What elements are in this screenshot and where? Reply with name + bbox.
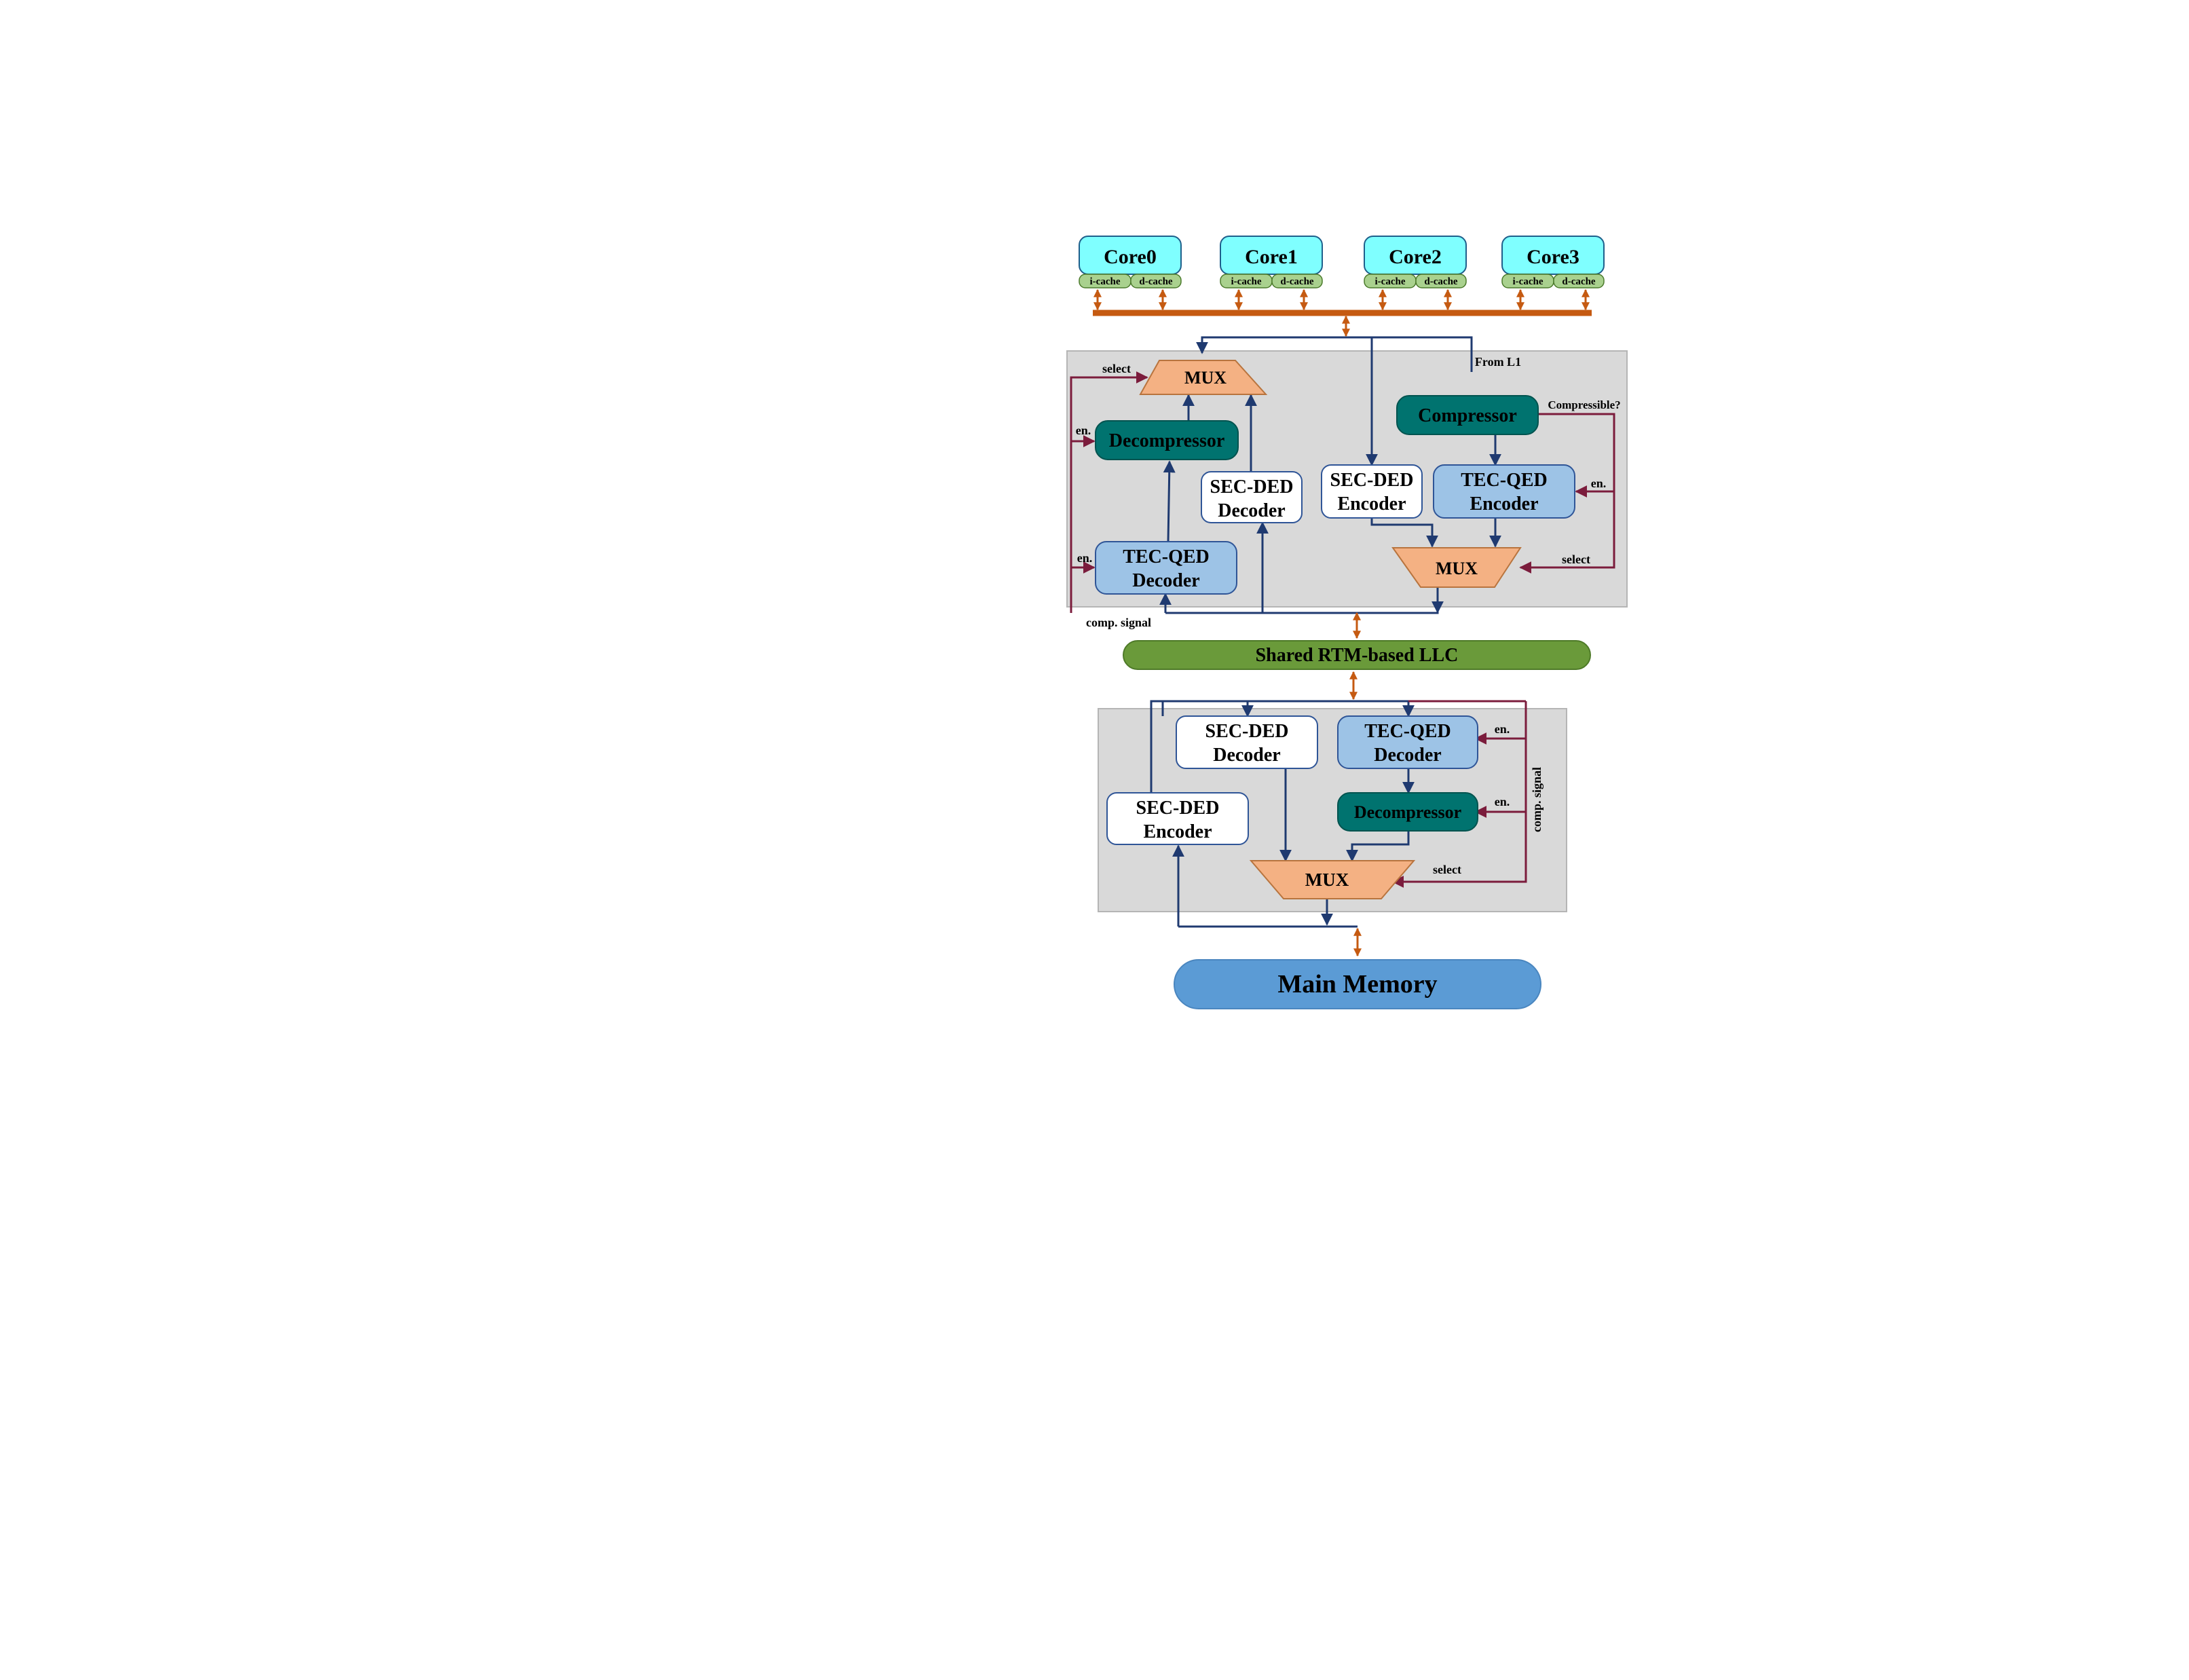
core-3-label: Core3	[1527, 246, 1579, 268]
lower-sec-ded-decoder-line1: SEC-DED	[1205, 721, 1289, 742]
core-3: Core3 i-cache d-cache	[1501, 236, 1605, 288]
upper-tec-qed-encoder	[1433, 464, 1575, 519]
lower-sec-ded-decoder	[1176, 715, 1318, 769]
lower-comp-signal-label: comp. signal	[1530, 767, 1543, 832]
lower-sec-ded-encoder	[1106, 792, 1249, 845]
upper-control-lines	[1070, 371, 1615, 613]
lower-tec-qed-decoder-line1: TEC-QED	[1364, 721, 1451, 742]
upper-tec-qed-encoder-line1: TEC-QED	[1461, 470, 1548, 491]
cache-bus-arrows	[1093, 288, 1590, 311]
core-3-dcache: d-cache	[1562, 276, 1595, 287]
upper-tec-qed-decoder-line1: TEC-QED	[1123, 546, 1210, 567]
core-1-label: Core1	[1245, 246, 1298, 268]
core-1-icache: i-cache	[1231, 276, 1262, 287]
main-memory	[1174, 959, 1541, 1009]
lower-sec-ded-decoder-line2: Decoder	[1213, 745, 1281, 766]
lower-en-tec-label: en.	[1495, 722, 1510, 736]
compressor	[1396, 395, 1539, 435]
core-2: Core2 i-cache d-cache	[1364, 236, 1467, 288]
core-0-label: Core0	[1104, 246, 1157, 268]
upper-sec-ded-decoder-line1: SEC-DED	[1210, 477, 1294, 498]
lower-mux-label: MUX	[1305, 870, 1349, 890]
core-2-label: Core2	[1389, 246, 1442, 268]
main-memory-label: Main Memory	[1277, 970, 1437, 998]
shared-llc	[1123, 640, 1591, 670]
core-0-dcache: d-cache	[1139, 276, 1172, 287]
lower-decompressor-label: Decompressor	[1354, 802, 1461, 822]
upper-sec-ded-decoder	[1201, 471, 1303, 523]
upper-sec-ded-encoder-line1: SEC-DED	[1330, 470, 1414, 491]
upper-tec-qed-decoder	[1095, 541, 1237, 595]
core-1: Core1 i-cache d-cache	[1220, 236, 1323, 288]
lower-data-lines	[1150, 700, 1415, 928]
upper-tec-qed-decoder-line2: Decoder	[1132, 570, 1200, 591]
compressor-label: Compressor	[1418, 405, 1517, 426]
lower-en-decomp-label: en.	[1495, 795, 1510, 808]
shared-llc-label: Shared RTM-based LLC	[1256, 645, 1459, 666]
upper-en-tec-enc-label: en.	[1591, 477, 1607, 490]
upper-tec-qed-encoder-line2: Encoder	[1470, 493, 1538, 515]
from-l1-label: From L1	[1475, 355, 1521, 369]
upper-en-tec-dec-label: en.	[1077, 551, 1093, 565]
upper-select2-label: select	[1562, 553, 1590, 566]
core-2-dcache: d-cache	[1424, 276, 1457, 287]
upper-write-mux-label: MUX	[1436, 559, 1478, 578]
upper-read-mux-label: MUX	[1184, 368, 1227, 388]
lower-control-lines	[1391, 701, 1527, 888]
upper-read-mux	[1139, 360, 1268, 395]
lower-tec-qed-decoder	[1337, 715, 1478, 769]
core-3-icache: i-cache	[1513, 276, 1543, 287]
core-0: Core0 i-cache d-cache	[1079, 236, 1182, 288]
upper-comp-signal-label: comp. signal	[1086, 616, 1151, 629]
upper-decompressor	[1095, 420, 1239, 460]
upper-sec-ded-decoder-line2: Decoder	[1218, 500, 1286, 521]
upper-select-label: select	[1102, 362, 1131, 375]
lower-select-label: select	[1433, 863, 1461, 876]
lower-decompressor	[1337, 792, 1478, 832]
upper-write-mux	[1391, 547, 1522, 588]
lower-sec-ded-encoder-line1: SEC-DED	[1136, 798, 1220, 819]
compressible-label: Compressible?	[1548, 398, 1620, 411]
lower-mux	[1249, 860, 1416, 899]
lower-sec-ded-encoder-line2: Encoder	[1143, 821, 1212, 842]
core-0-icache: i-cache	[1090, 276, 1121, 287]
upper-en-decomp-label: en.	[1076, 424, 1091, 437]
core-1-dcache: d-cache	[1280, 276, 1313, 287]
upper-sec-ded-encoder-line2: Encoder	[1337, 493, 1406, 515]
upper-sec-ded-encoder	[1321, 464, 1423, 519]
upper-decompressor-label: Decompressor	[1109, 430, 1225, 451]
core-2-icache: i-cache	[1375, 276, 1406, 287]
lower-tec-qed-decoder-line2: Decoder	[1374, 745, 1442, 766]
